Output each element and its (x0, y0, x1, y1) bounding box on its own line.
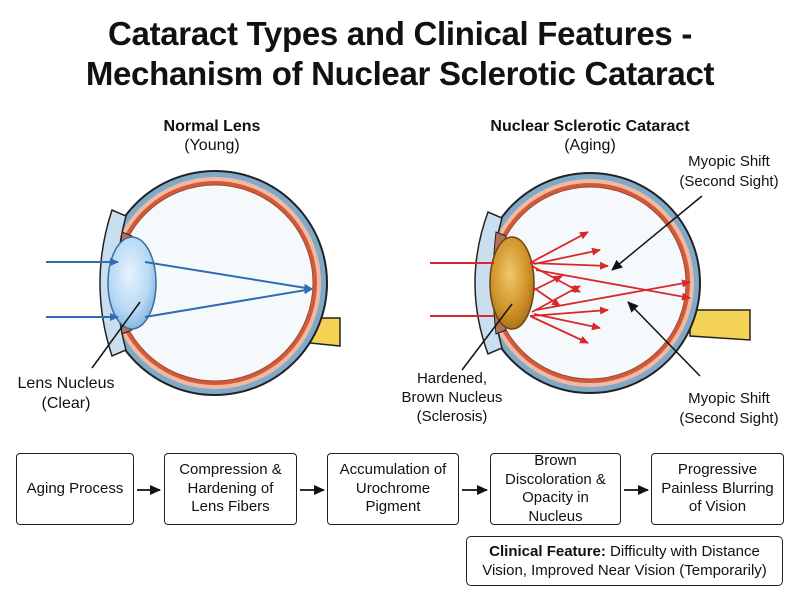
normal-lens-heading: Normal Lens (164, 118, 261, 135)
nucleus-pointer (91, 301, 141, 369)
clinical-feature-note: Clinical Feature: Difficulty with Distan… (466, 536, 783, 586)
normal-lens-subheading: (Young) (184, 137, 239, 154)
cataract-subheading: (Aging) (564, 137, 616, 154)
scattered-ray-12 (533, 275, 563, 291)
light-ray-focus-bottom (144, 286, 313, 318)
lens-nucleus-label-1: Lens Nucleus (18, 375, 115, 392)
flow-step-urochrome: Accumulation of Urochrome Pigment (327, 453, 459, 525)
myopic-shift-bottom-label-2: (Second Sight) (679, 410, 778, 427)
scattered-ray-2 (529, 261, 609, 270)
scattered-ray-11 (533, 287, 561, 307)
flow-step-compression: Compression & Hardening of Lens Fibers (164, 453, 297, 525)
scattered-ray-8 (533, 313, 601, 331)
flow-step-blurring: Progressive Painless Blurring of Vision (651, 453, 784, 525)
clinical-feature-text: Difficulty with Distance Vision, Improve… (482, 543, 767, 579)
scattered-ray-9 (535, 269, 691, 301)
brown-nucleus-label-2: Brown Nucleus (402, 389, 503, 406)
cataract-eye (430, 172, 751, 394)
clear-lens (107, 236, 157, 330)
myopic-shift-arrow-bottom (627, 301, 701, 377)
brown-nucleus-label-1: Hardened, (417, 370, 487, 387)
brown-lens (489, 236, 535, 330)
normal-eye (46, 170, 341, 396)
cataract-heading: Nuclear Sclerotic Cataract (490, 118, 690, 135)
clinical-feature-label: Clinical Feature: (489, 543, 606, 560)
light-ray-focus-top (144, 261, 313, 292)
myopic-shift-top-label-2: (Second Sight) (679, 173, 778, 190)
title-line-1: Cataract Types and Clinical Features - (107, 15, 693, 52)
myopic-shift-arrow-top (611, 195, 703, 271)
scattered-rays (529, 231, 691, 344)
scattered-ray-5 (529, 315, 589, 344)
brown-nucleus-label-3: (Sclerosis) (417, 408, 488, 425)
scattered-ray-10 (535, 279, 691, 311)
lens-nucleus-label-2: (Clear) (42, 395, 91, 412)
flow-step-aging-process: Aging Process (16, 453, 134, 525)
scattered-ray-1 (529, 231, 589, 264)
title-line-2: Mechanism of Nuclear Sclerotic Cataract (85, 55, 715, 92)
myopic-shift-top-label-1: Myopic Shift (688, 153, 771, 170)
myopic-shift-bottom-label-1: Myopic Shift (688, 390, 771, 407)
optic-nerve-right (689, 309, 751, 341)
flow-step-discoloration: Brown Discoloration & Opacity in Nucleus (490, 452, 621, 525)
brown-nucleus-pointer (461, 303, 513, 371)
scattered-ray-4 (533, 247, 601, 265)
